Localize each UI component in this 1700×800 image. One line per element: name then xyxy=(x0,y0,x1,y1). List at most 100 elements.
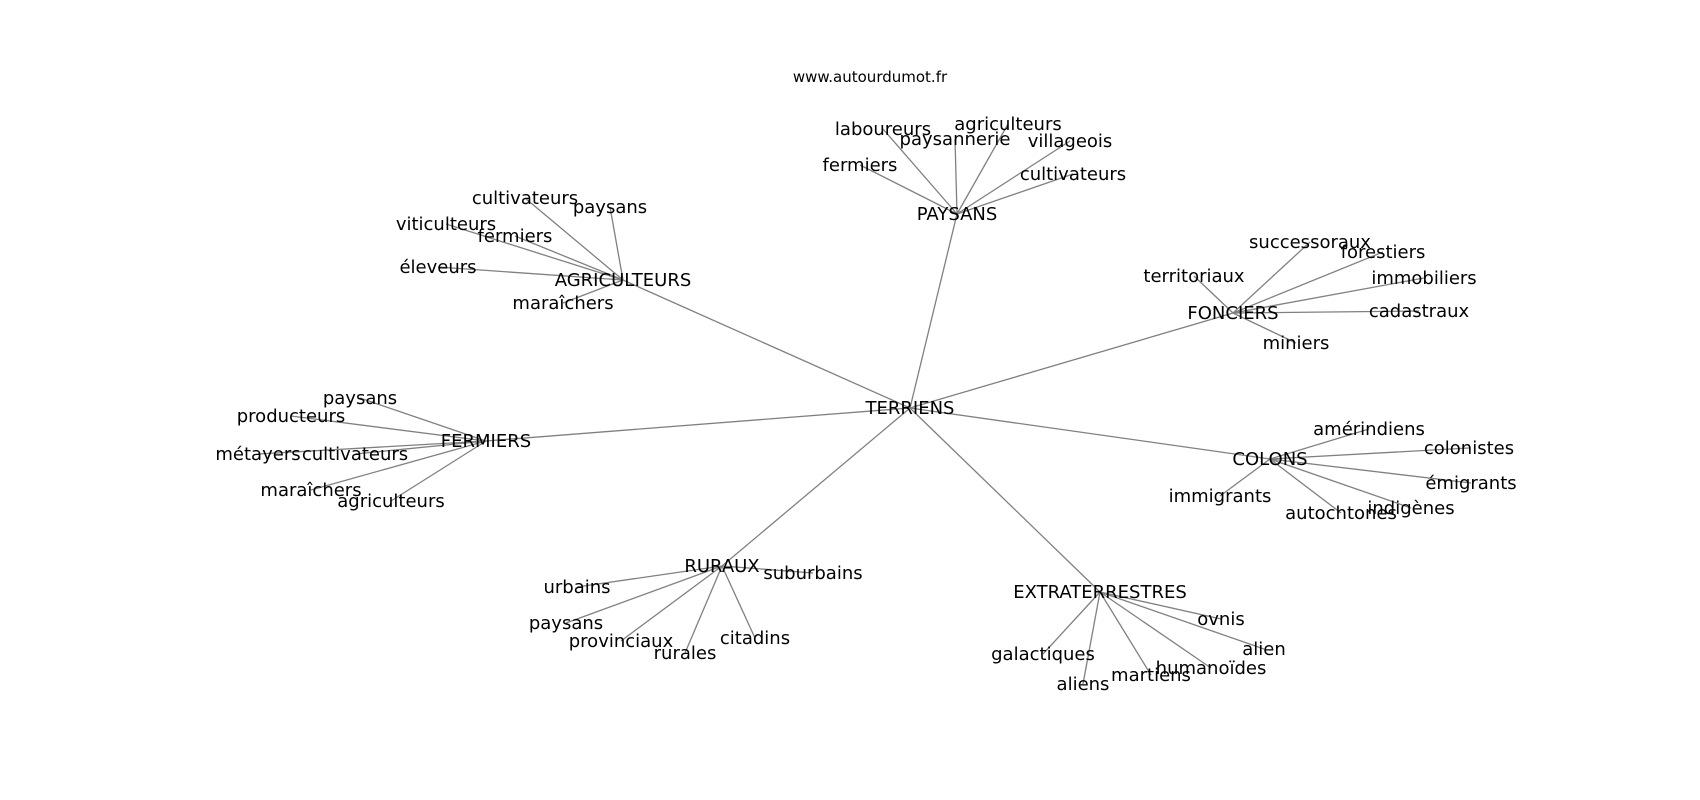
edge-agriculteurs-2 xyxy=(445,223,624,281)
leaf-node: indigènes xyxy=(1367,498,1454,519)
edge-extraterrestres-5 xyxy=(1082,591,1101,685)
leaf-node: citadins xyxy=(720,628,790,649)
leaf-node: aliens xyxy=(1057,674,1110,695)
edge-colons-2 xyxy=(1269,458,1472,484)
edge-paysans-2 xyxy=(954,138,958,215)
edge-ruraux-2 xyxy=(565,565,723,624)
group-node-agriculteurs: AGRICULTEURS xyxy=(555,270,692,291)
leaf-node: autochtones xyxy=(1285,503,1397,524)
leaf-node: laboureurs xyxy=(835,119,931,140)
edge-root-extraterrestres xyxy=(909,407,1101,593)
edge-colons-0 xyxy=(1269,428,1370,460)
edge-ruraux-5 xyxy=(684,565,723,654)
edge-paysans-1 xyxy=(956,123,1009,215)
edge-agriculteurs-1 xyxy=(609,206,624,281)
edge-agriculteurs-4 xyxy=(437,266,624,281)
leaf-node: territoriaux xyxy=(1143,266,1245,287)
edge-fonciers-2 xyxy=(1193,275,1234,314)
edge-paysans-4 xyxy=(859,164,958,215)
leaf-node: paysans xyxy=(529,613,603,634)
leaf-node: agriculteurs xyxy=(954,114,1061,135)
edge-colons-3 xyxy=(1219,458,1271,497)
edge-ruraux-1 xyxy=(576,565,723,588)
group-node-fonciers: FONCIERS xyxy=(1187,303,1278,324)
group-node-ruraux: RURAUX xyxy=(684,556,759,577)
leaf-node: cultivateurs xyxy=(1020,164,1126,185)
leaf-node: forestiers xyxy=(1341,242,1426,263)
leaf-node: humanoïdes xyxy=(1156,658,1267,679)
edge-paysans-3 xyxy=(956,140,1071,215)
edge-ruraux-4 xyxy=(721,565,756,639)
edge-extraterrestres-0 xyxy=(1099,591,1222,620)
edge-root-colons xyxy=(909,407,1271,460)
leaf-node: fermiers xyxy=(823,155,898,176)
edge-extraterrestres-2 xyxy=(1042,591,1101,655)
edge-agriculteurs-5 xyxy=(562,279,624,304)
leaf-node: galactiques xyxy=(991,644,1095,665)
leaf-node: viticulteurs xyxy=(396,214,496,235)
leaf-node: alien xyxy=(1242,639,1286,660)
edge-paysans-0 xyxy=(882,128,958,215)
edge-agriculteurs-3 xyxy=(514,235,624,281)
leaf-node: colonistes xyxy=(1424,438,1514,459)
edge-fermiers-2 xyxy=(257,440,487,455)
edge-colons-1 xyxy=(1269,447,1470,460)
leaf-node: successoraux xyxy=(1249,232,1371,253)
edge-colons-4 xyxy=(1269,458,1412,509)
edge-fermiers-0 xyxy=(359,397,487,442)
edges xyxy=(257,123,1472,685)
leaf-node: villageois xyxy=(1028,131,1113,152)
root-node: TERRIENS xyxy=(865,398,955,419)
edge-root-fermiers xyxy=(485,407,911,442)
group-node-fermiers: FERMIERS xyxy=(441,431,531,452)
leaf-node: agriculteurs xyxy=(337,491,444,512)
edge-extraterrestres-4 xyxy=(1099,591,1152,676)
edge-fonciers-3 xyxy=(1232,277,1425,314)
edge-fonciers-0 xyxy=(1232,241,1311,314)
leaf-node: fermiers xyxy=(478,226,553,247)
group-node-extraterrestres: EXTRATERRESTRES xyxy=(1013,582,1187,603)
leaf-node: émigrants xyxy=(1425,473,1516,494)
edge-fermiers-1 xyxy=(290,415,487,442)
leaf-node: urbains xyxy=(543,577,610,598)
leaf-node: miniers xyxy=(1263,333,1330,354)
leaf-node: paysannerie xyxy=(900,129,1011,150)
edge-agriculteurs-0 xyxy=(524,197,624,281)
edge-fermiers-5 xyxy=(390,440,487,502)
edge-root-fonciers xyxy=(909,312,1234,409)
leaf-node: éleveurs xyxy=(399,257,476,278)
leaf-node: cadastraux xyxy=(1369,301,1470,322)
leaf-node: maraîchers xyxy=(260,480,361,501)
edge-root-paysans xyxy=(909,213,958,409)
edge-ruraux-0 xyxy=(721,565,814,574)
edge-root-ruraux xyxy=(721,407,911,567)
leaf-node: rurales xyxy=(654,643,717,664)
group-node-paysans: PAYSANS xyxy=(917,204,998,225)
leaf-node: martiens xyxy=(1111,665,1191,686)
leaf-node: ovnis xyxy=(1197,609,1244,630)
edge-fonciers-5 xyxy=(1232,312,1297,344)
edge-ruraux-3 xyxy=(620,565,723,642)
edge-root-agriculteurs xyxy=(622,279,911,409)
leaf-node: cultivateurs xyxy=(302,444,408,465)
leaf-node: métayers xyxy=(215,444,300,465)
edge-paysans-5 xyxy=(956,173,1074,215)
leaf-node: paysans xyxy=(573,197,647,218)
edge-extraterrestres-1 xyxy=(1099,591,1265,650)
edge-extraterrestres-3 xyxy=(1099,591,1212,669)
edge-fonciers-1 xyxy=(1232,251,1384,314)
edge-fermiers-4 xyxy=(310,440,487,491)
leaf-node: immigrants xyxy=(1169,486,1272,507)
leaf-node: maraîchers xyxy=(512,293,613,314)
leaf-node: paysans xyxy=(323,388,397,409)
edge-colons-5 xyxy=(1269,458,1342,514)
leaf-node: immobiliers xyxy=(1371,268,1476,289)
edge-fermiers-3 xyxy=(354,440,487,455)
group-node-colons: COLONS xyxy=(1232,449,1307,470)
leaf-node: suburbains xyxy=(763,563,862,584)
leaf-node: provinciaux xyxy=(569,631,674,652)
edge-fonciers-4 xyxy=(1232,310,1420,314)
leaf-node: cultivateurs xyxy=(472,188,578,209)
